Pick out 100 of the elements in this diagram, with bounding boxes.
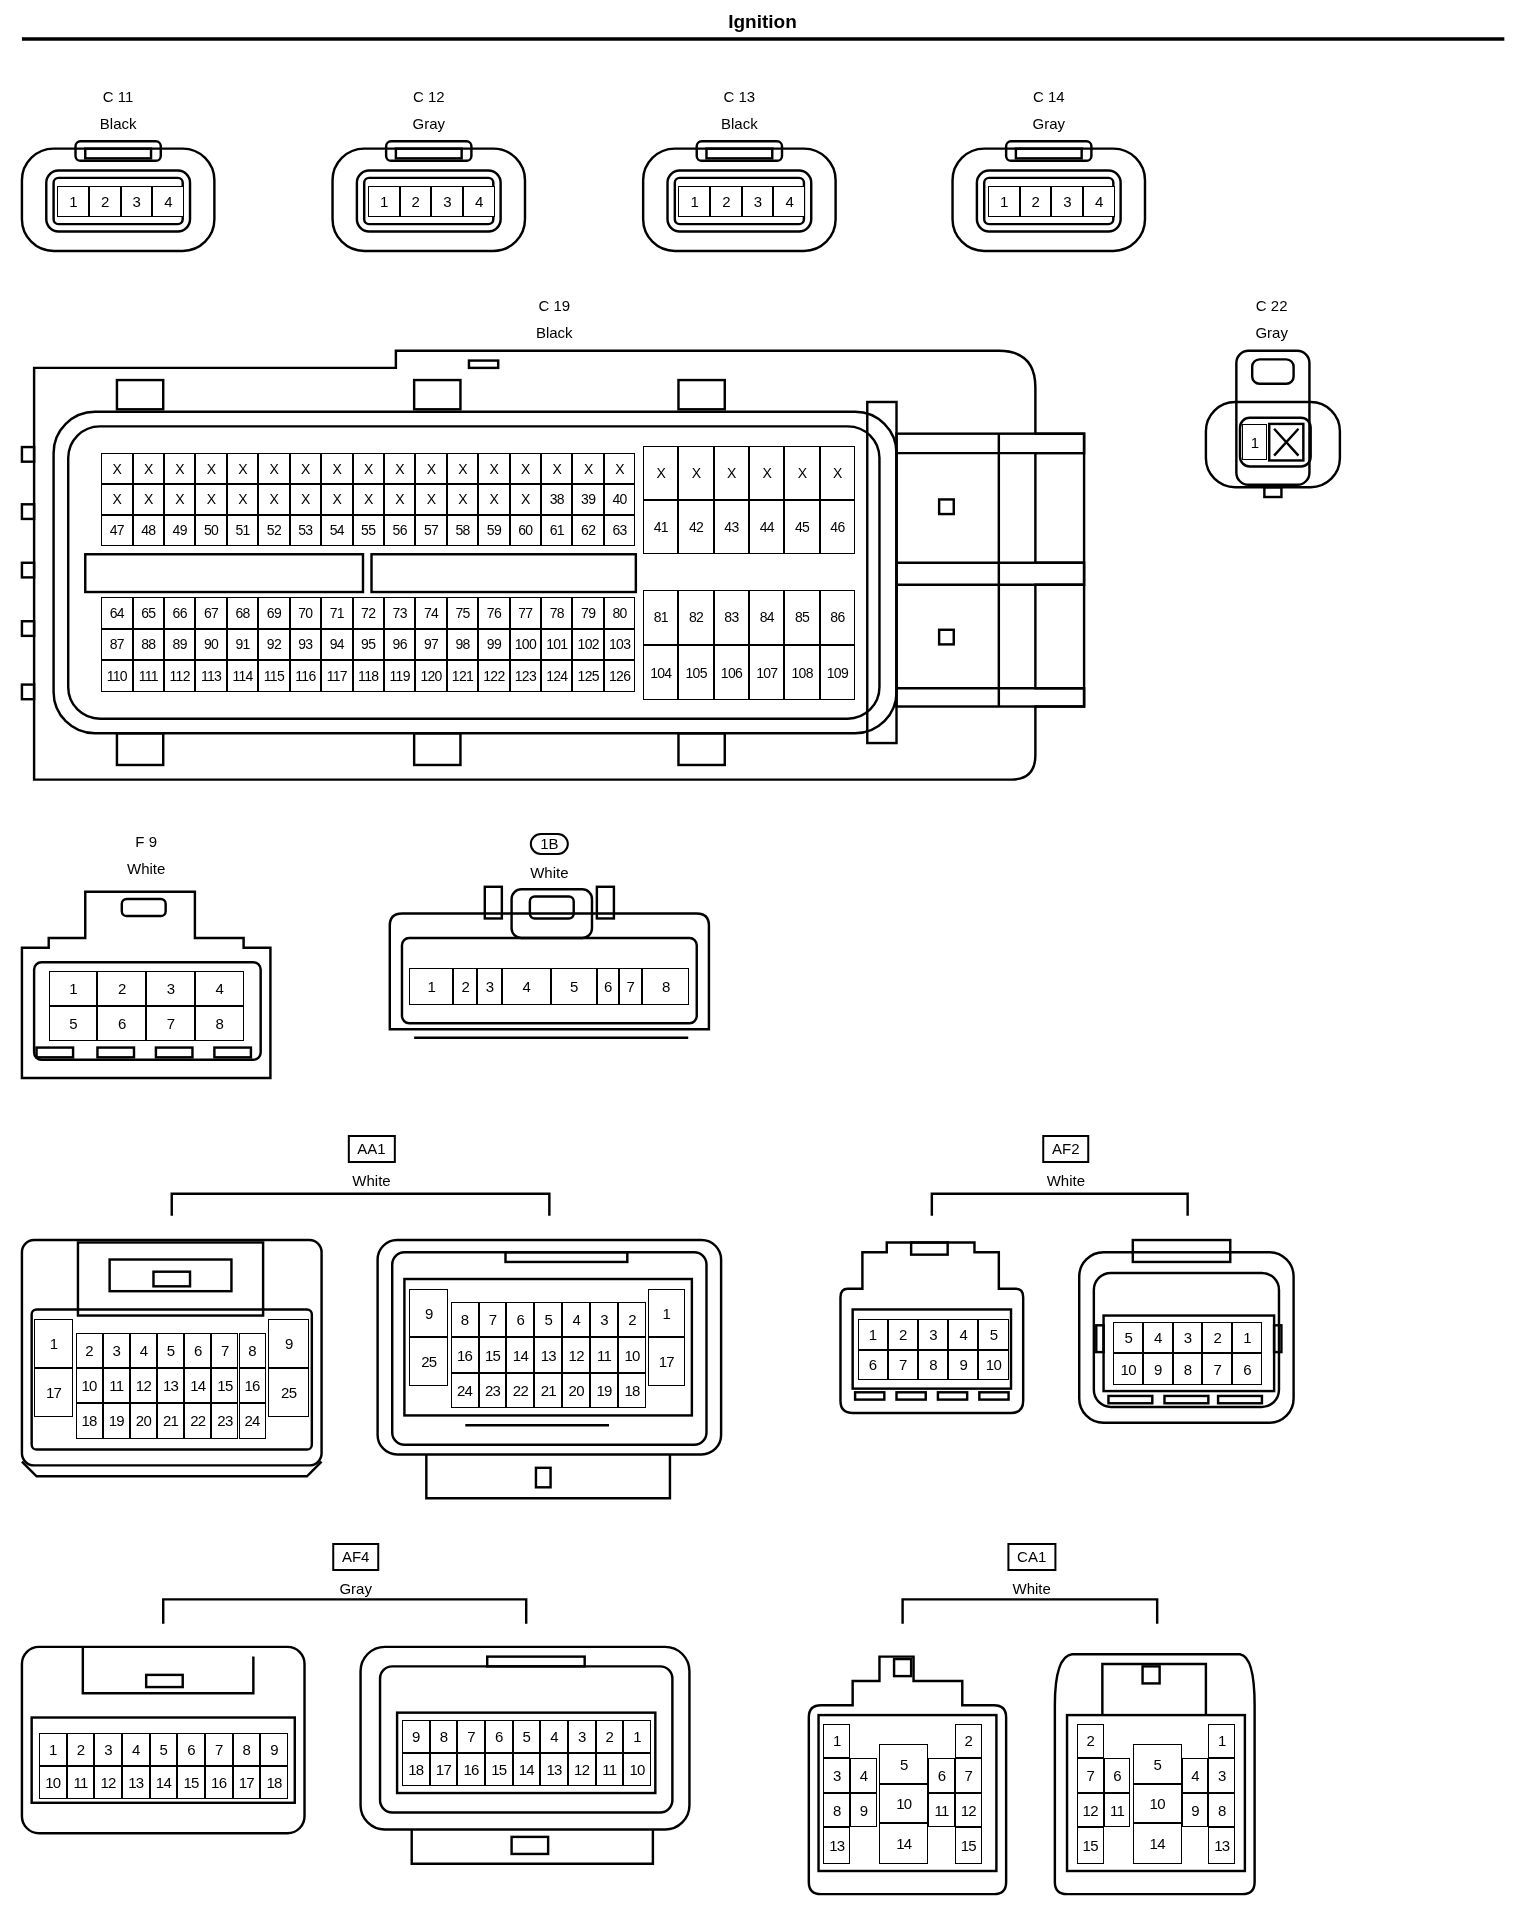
pin-number: 123 xyxy=(509,660,542,692)
pin-number: 69 xyxy=(258,596,290,629)
pin-number: 13 xyxy=(1208,1827,1236,1864)
pin-number: 14 xyxy=(149,1766,178,1800)
pin-number: 99 xyxy=(478,628,510,661)
pin-number: 9 xyxy=(1181,1793,1209,1828)
pin-number: 6 xyxy=(506,1302,535,1338)
pin-number: 14 xyxy=(506,1337,535,1373)
pin-number: 42 xyxy=(678,500,714,555)
pin-number: 2 xyxy=(710,186,742,217)
pin-number: X xyxy=(415,453,447,484)
pin-number: 1 xyxy=(1242,423,1267,461)
pin-number: 3 xyxy=(567,1719,596,1753)
pin-number: 17 xyxy=(232,1766,261,1800)
pin-number: 15 xyxy=(954,1827,982,1864)
pin-number: 7 xyxy=(204,1733,233,1767)
pin-number: X xyxy=(749,445,785,500)
pin-number: 3 xyxy=(94,1733,122,1767)
pin-number: 1 xyxy=(648,1288,685,1338)
pin-number: 12 xyxy=(562,1337,591,1373)
pin-number: 16 xyxy=(450,1337,479,1373)
pin-number: 17 xyxy=(648,1337,685,1387)
pin-number: 79 xyxy=(572,596,604,629)
pin-number: 19 xyxy=(590,1372,619,1409)
pin-number: 2 xyxy=(595,1719,624,1753)
pin-number: 4 xyxy=(540,1719,568,1753)
pin-number: 39 xyxy=(572,483,604,515)
pin-number: 3 xyxy=(917,1319,949,1350)
pin-number: 12 xyxy=(954,1793,982,1828)
pin-number: 52 xyxy=(258,514,290,546)
pin-number: 13 xyxy=(823,1827,851,1864)
pin-number: 2 xyxy=(88,186,121,217)
pin-number: 4 xyxy=(121,1733,150,1767)
pin-number: 5 xyxy=(978,1319,1009,1350)
pin-number: 46 xyxy=(819,500,856,555)
pin-number: 4 xyxy=(462,186,495,217)
pin-number: 7 xyxy=(211,1332,239,1368)
pin-number: 7 xyxy=(146,1006,195,1042)
pin-number: 8 xyxy=(450,1302,479,1338)
pin-number: X xyxy=(603,453,636,484)
pin-number: 54 xyxy=(321,514,353,546)
pin-number: 9 xyxy=(948,1349,979,1381)
connector-code: AF2 xyxy=(1042,1135,1090,1164)
pin-number: 116 xyxy=(289,660,322,692)
pin-number: 3 xyxy=(120,186,153,217)
pin-number: 5 xyxy=(157,1332,185,1368)
pin-number: 3 xyxy=(741,186,774,217)
pin-number: 16 xyxy=(457,1752,485,1786)
pin-number: 90 xyxy=(195,628,227,661)
pin-number: X xyxy=(784,445,820,500)
pin-number: 22 xyxy=(506,1372,535,1409)
pin-number: X xyxy=(643,445,679,500)
pin-number: X xyxy=(678,445,714,500)
pin-number: 106 xyxy=(713,644,750,701)
pin-number: 107 xyxy=(749,644,785,701)
pin-number: 24 xyxy=(238,1403,266,1439)
pin-number: 47 xyxy=(101,514,133,546)
pin-number: 9 xyxy=(401,1719,430,1753)
pin-number: 16 xyxy=(238,1367,266,1404)
pin-number: 5 xyxy=(149,1733,178,1767)
pin-number: 92 xyxy=(258,628,290,661)
pin-number: 70 xyxy=(289,596,322,629)
pin-number: 38 xyxy=(541,483,573,515)
pin-number: 4 xyxy=(129,1332,157,1368)
pin-number: 3 xyxy=(590,1302,619,1338)
pin-number: 50 xyxy=(195,514,227,546)
pin-number: 57 xyxy=(415,514,447,546)
pin-number: 4 xyxy=(948,1319,979,1350)
pin-number: X xyxy=(352,453,384,484)
pin-number: X xyxy=(478,453,510,484)
pin-number: 74 xyxy=(415,596,447,629)
pin-number: 2 xyxy=(399,186,432,217)
pin-number: X xyxy=(446,453,479,484)
pin-number: 6 xyxy=(928,1757,955,1793)
pin-number: 71 xyxy=(321,596,353,629)
pin-number: 80 xyxy=(603,596,636,629)
pin-number: 113 xyxy=(195,660,227,692)
pin-number: 2 xyxy=(97,970,147,1007)
pin-number: 6 xyxy=(97,1006,147,1042)
pin-number: 10 xyxy=(879,1784,929,1824)
pin-number: 81 xyxy=(643,589,679,645)
pin-number: 18 xyxy=(75,1403,103,1439)
pin-number: 20 xyxy=(129,1403,157,1439)
pin-number: X xyxy=(258,453,290,484)
pin-number: 10 xyxy=(1132,1784,1182,1824)
pin-number: 3 xyxy=(1051,186,1083,217)
pin-number: 68 xyxy=(226,596,259,629)
pin-number: 1 xyxy=(1208,1723,1236,1758)
pin-number: 44 xyxy=(749,500,785,555)
pin-number: 8 xyxy=(823,1793,851,1828)
pin-number: 4 xyxy=(152,186,184,217)
pin-number: 9 xyxy=(850,1793,877,1828)
pin-number: 114 xyxy=(226,660,259,692)
pin-number: 4 xyxy=(194,970,244,1007)
pin-number: 4 xyxy=(1181,1757,1209,1793)
pin-number: 25 xyxy=(409,1337,449,1387)
pin-number: 112 xyxy=(163,660,196,692)
pin-number: 78 xyxy=(541,596,573,629)
pin-number: 5 xyxy=(550,968,597,1005)
pin-number: 1 xyxy=(367,186,400,217)
